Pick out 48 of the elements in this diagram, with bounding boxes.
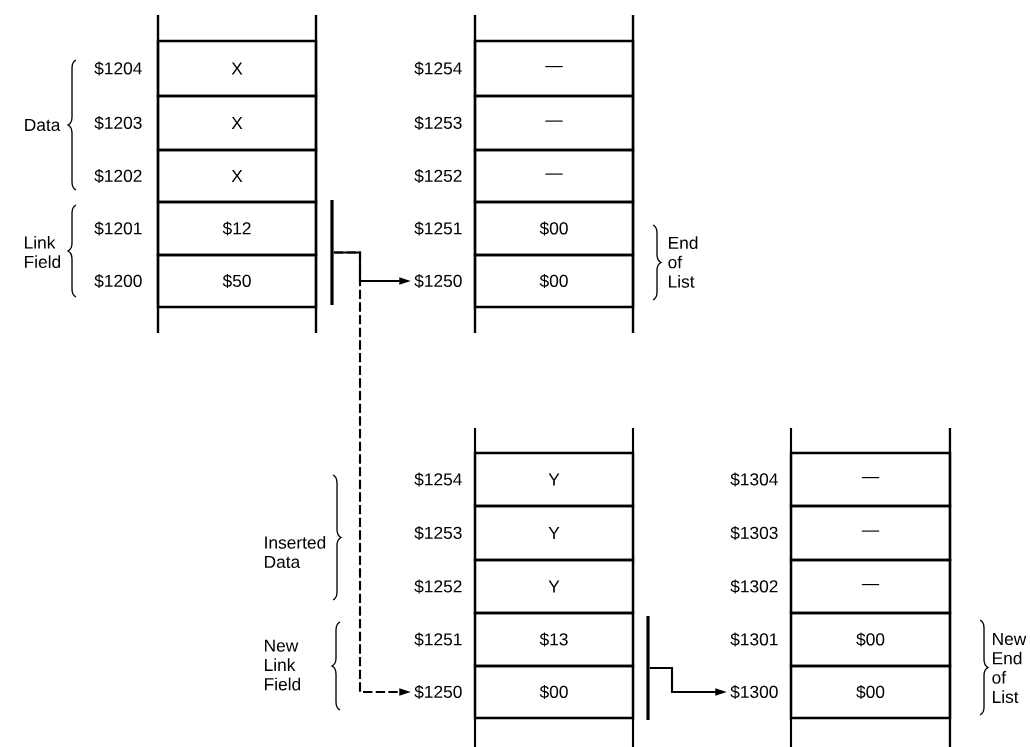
bracket-label: New Link Field [265, 639, 301, 691]
address-label: $1250 [414, 274, 462, 288]
address-label: $1202 [94, 169, 142, 183]
memory-cell: $00 [473, 200, 635, 257]
memory-cell: $13 [473, 611, 635, 668]
memory-cell: $00 [789, 611, 952, 668]
address-label: $1203 [94, 116, 142, 130]
address-label: $1252 [414, 579, 462, 594]
address-label: $1252 [414, 169, 462, 183]
memory-cell: X [156, 39, 318, 98]
bracket-label: Data [25, 118, 61, 132]
address-label: $1253 [414, 116, 462, 130]
address-label: $1254 [414, 472, 462, 487]
address-label: $1302 [730, 579, 778, 594]
address-label: $1303 [730, 526, 778, 540]
memory-cell: Y [473, 558, 635, 615]
address-label: $1200 [94, 274, 142, 288]
memory-cell: — [789, 451, 952, 508]
memory-cell: $00 [789, 664, 952, 720]
memory-cell: — [473, 94, 635, 152]
memory-cell: — [473, 39, 635, 98]
memory-cell: $50 [156, 253, 318, 309]
memory-cell: — [789, 504, 952, 562]
link-bar [330, 200, 334, 305]
memory-cell: Y [473, 451, 635, 508]
address-label: $1250 [414, 685, 462, 699]
bracket-label: Inserted Data [265, 535, 326, 569]
address-label: $1301 [730, 632, 778, 647]
bracket-label: New End of List [992, 632, 1027, 704]
bracket-label: Link Field [25, 235, 61, 269]
address-label: $1251 [414, 221, 462, 236]
memory-cell: — [789, 558, 952, 615]
address-label: $1254 [414, 61, 462, 76]
address-label: $1201 [94, 221, 142, 236]
address-label: $1253 [414, 526, 462, 540]
bracket-label: End of List [668, 236, 698, 288]
address-label: $1204 [94, 61, 142, 76]
link-bar [646, 616, 650, 720]
memory-cell: X [156, 94, 318, 152]
address-label: $1300 [730, 685, 778, 699]
memory-cell: $00 [473, 253, 635, 309]
memory-cell: Y [473, 504, 635, 562]
memory-cell: — [473, 148, 635, 204]
memory-cell: $12 [156, 200, 318, 257]
memory-cell: $00 [473, 664, 635, 720]
address-label: $1304 [730, 472, 778, 487]
address-label: $1251 [414, 632, 462, 647]
memory-cell: X [156, 148, 318, 204]
